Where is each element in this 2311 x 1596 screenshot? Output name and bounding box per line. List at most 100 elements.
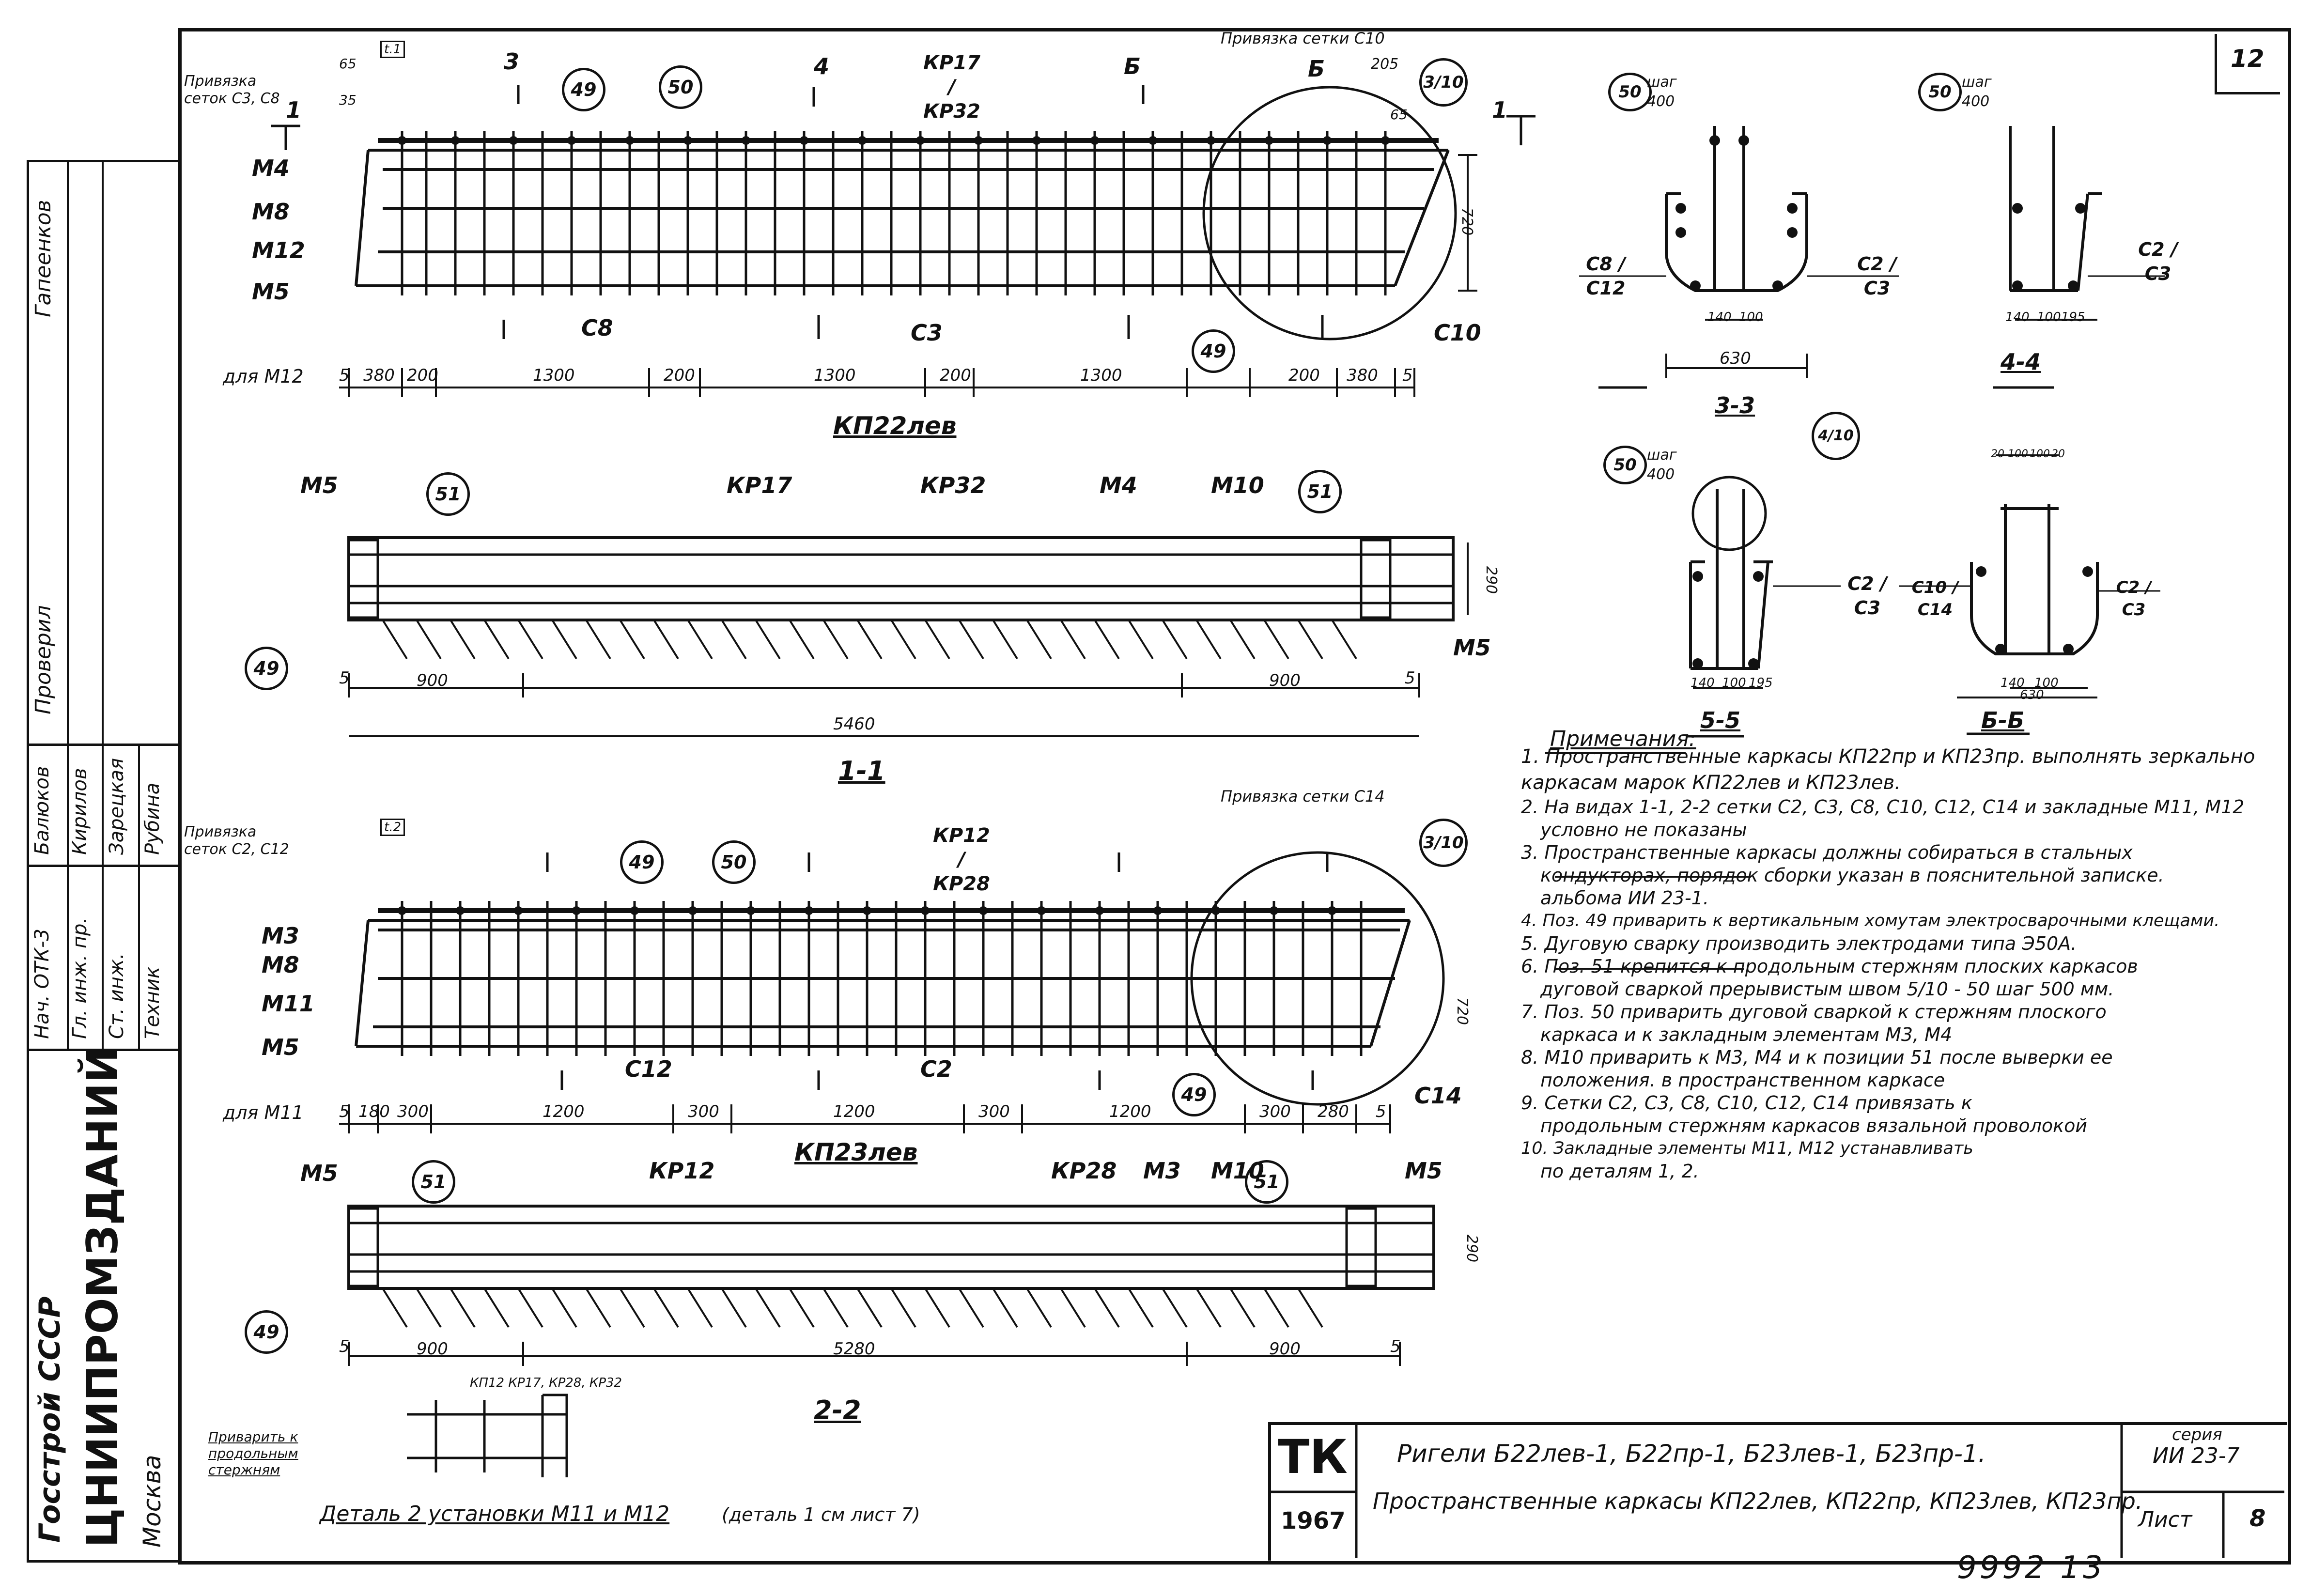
- note-7: 7. Поз. 50 приварить дуговой сваркой к с…: [1521, 1001, 2107, 1023]
- s44-right: С2 / С3: [2138, 239, 2178, 284]
- kp23-height: 720: [1454, 997, 1471, 1025]
- kp22-topdim-65: 65: [339, 56, 357, 72]
- kp23-callout-49b: 49: [1172, 1073, 1216, 1116]
- s33-dim-140: 140: [1707, 310, 1732, 325]
- s22-label-kp12: КР12: [649, 1158, 715, 1184]
- detail2-bars: КП12 КР17, КР28, КР32: [470, 1376, 622, 1390]
- notes-title: Примечания:: [1550, 727, 1696, 751]
- s11-label-kp17: КР17: [727, 472, 792, 498]
- s11-callout-49: 49: [245, 647, 288, 690]
- detail2-weld-note: Приварить к продольным стержням: [208, 1429, 298, 1478]
- kp23-box-mark: t.2: [380, 819, 405, 836]
- section-3-3-outline: [1665, 194, 1808, 292]
- kp22-title: КП22лев: [833, 412, 957, 440]
- s33-width: 630: [1720, 349, 1751, 368]
- kp23-callout-49: 49: [620, 840, 664, 884]
- kp22-callout-50: 50: [659, 65, 702, 109]
- kp22-outline: [355, 149, 1450, 287]
- kp23-label-m8: М8: [262, 952, 299, 978]
- kp22-callout-49b: 49: [1192, 329, 1235, 373]
- stamp-series-label: серия: [2172, 1425, 2222, 1444]
- notes-list: 1. Пространственные каркасы КП22пр и КП2…: [1521, 744, 2267, 1183]
- s11-label-m10: М10: [1211, 472, 1264, 498]
- s33-title: 3-3: [1715, 392, 1755, 418]
- kp22-label-c10: С10: [1434, 320, 1481, 346]
- note-10: 10. Закладные элементы М11, М12 устанавл…: [1521, 1139, 1973, 1158]
- s22-label-m3: М3: [1143, 1158, 1181, 1184]
- s55-callout-50: 50: [1603, 446, 1647, 484]
- sbb-topdim-1: 20: [1991, 448, 2004, 460]
- s11-label-m5r: М5: [1453, 635, 1491, 661]
- note-2: 2. На видах 1-1, 2-2 сетки С2, С3, С8, С…: [1521, 796, 2245, 818]
- s55-ref: 4/10: [1812, 412, 1860, 460]
- kp22-mark-b2: Б: [1308, 56, 1325, 82]
- s11-dim-900b: 900: [1269, 671, 1301, 690]
- sbb-topdim-4: 20: [2051, 448, 2065, 460]
- s55-dim-140: 140: [1691, 676, 1715, 690]
- section-2-2-outline: [347, 1205, 1435, 1290]
- s22-height: 290: [1463, 1234, 1481, 1263]
- stamp-title-1: Ригели Б22лев-1, Б22пр-1, Б23лев-1, Б23п…: [1397, 1440, 1986, 1468]
- kp23-label-m5: М5: [262, 1034, 299, 1060]
- s11-dim-900: 900: [417, 671, 448, 690]
- note-6b: дуговой сваркой прерывистым швом 5/10 - …: [1540, 978, 2114, 1000]
- kp23-note-right: Привязка сетки С14: [1221, 787, 1385, 806]
- detail2-title: Деталь 2 установки М11 и М12: [320, 1502, 670, 1526]
- kp22-dim-7: 200: [940, 366, 971, 385]
- s22-dim-900b: 900: [1269, 1339, 1301, 1359]
- kp22-label-m12: М12: [252, 237, 305, 263]
- sbb-left: С10 / С14: [1911, 578, 1959, 620]
- note-10b: по деталям 1, 2.: [1540, 1161, 1699, 1182]
- kp23-label-m3: М3: [262, 923, 299, 949]
- stamp-series: ИИ 23-7: [2153, 1443, 2240, 1468]
- stamp-sheet-label: Лист: [2138, 1507, 2192, 1532]
- kp23-callout-50: 50: [712, 840, 756, 884]
- section-bb-outline: [1970, 504, 2099, 655]
- kp22-dim-3: 200: [407, 366, 438, 385]
- s22-label-kp28: КР28: [1051, 1158, 1117, 1184]
- kp22-callout-49: 49: [562, 68, 605, 111]
- s11-height: 290: [1483, 566, 1500, 594]
- kp23-dim-1: 5: [339, 1102, 350, 1121]
- kp23-dim-3: 300: [397, 1102, 429, 1121]
- kp23-bars-label: КР12 / КР28: [933, 824, 990, 895]
- s44-dim-100: 100: [2037, 310, 2061, 325]
- kp22-mark-4: 4: [814, 53, 830, 79]
- handwritten-number: 9992 13: [1957, 1550, 2106, 1586]
- kp22-dim-1: 5: [339, 366, 350, 385]
- s22-dim-5: 5: [339, 1337, 350, 1356]
- title-stamp: ТК 1967 Ригели Б22лев-1, Б22пр-1, Б23лев…: [1268, 1422, 2287, 1561]
- s55-title: 5-5: [1700, 707, 1741, 733]
- sheet-number-box: 12: [2215, 34, 2280, 94]
- s11-callout-51: 51: [426, 472, 470, 516]
- s22-callout-51b: 51: [1245, 1160, 1288, 1204]
- s55-right: С2 / С3: [1847, 573, 1887, 619]
- s55-step: шаг 400: [1647, 447, 1677, 483]
- kp22-dim-5: 200: [664, 366, 695, 385]
- s44-callout-50: 50: [1918, 73, 1962, 111]
- s33-dim-100: 100: [1739, 310, 1763, 325]
- s33-step: шаг 400: [1647, 74, 1677, 110]
- kp22-prefix: для М12: [223, 366, 304, 387]
- kp22-mark-1r: 1: [1492, 97, 1508, 123]
- kp23-callout-detail: 3/10: [1419, 819, 1468, 867]
- sbb-right: С2 / С3: [2116, 578, 2152, 620]
- note-3: 3. Пространственные каркасы должны собир…: [1521, 842, 2133, 863]
- s22-dim-5b: 5: [1390, 1337, 1401, 1356]
- kp23-dim-6: 1200: [833, 1102, 875, 1121]
- kp23-dim-9: 300: [1259, 1102, 1291, 1121]
- kp22-bars-label: КР17 / КР32: [923, 52, 980, 123]
- kp23-dim-4: 1200: [543, 1102, 585, 1121]
- sbb-dim-140: 140: [2001, 676, 2025, 690]
- note-7b: каркаса и к закладным элементам М3, М4: [1540, 1024, 1953, 1045]
- s22-dim-900: 900: [417, 1339, 448, 1359]
- stamp-sheet: 8: [2249, 1505, 2266, 1532]
- s22-title: 2-2: [814, 1395, 861, 1426]
- note-3c: альбома ИИ 23-1.: [1540, 887, 1709, 909]
- kp22-box-mark: t.1: [380, 41, 405, 58]
- kp23-label-m11: М11: [262, 991, 315, 1017]
- s33-callout-50: 50: [1608, 73, 1652, 111]
- kp22-label-m8: М8: [252, 199, 290, 225]
- sbb-title: Б-Б: [1981, 707, 2025, 733]
- s11-callout-51b: 51: [1298, 470, 1342, 513]
